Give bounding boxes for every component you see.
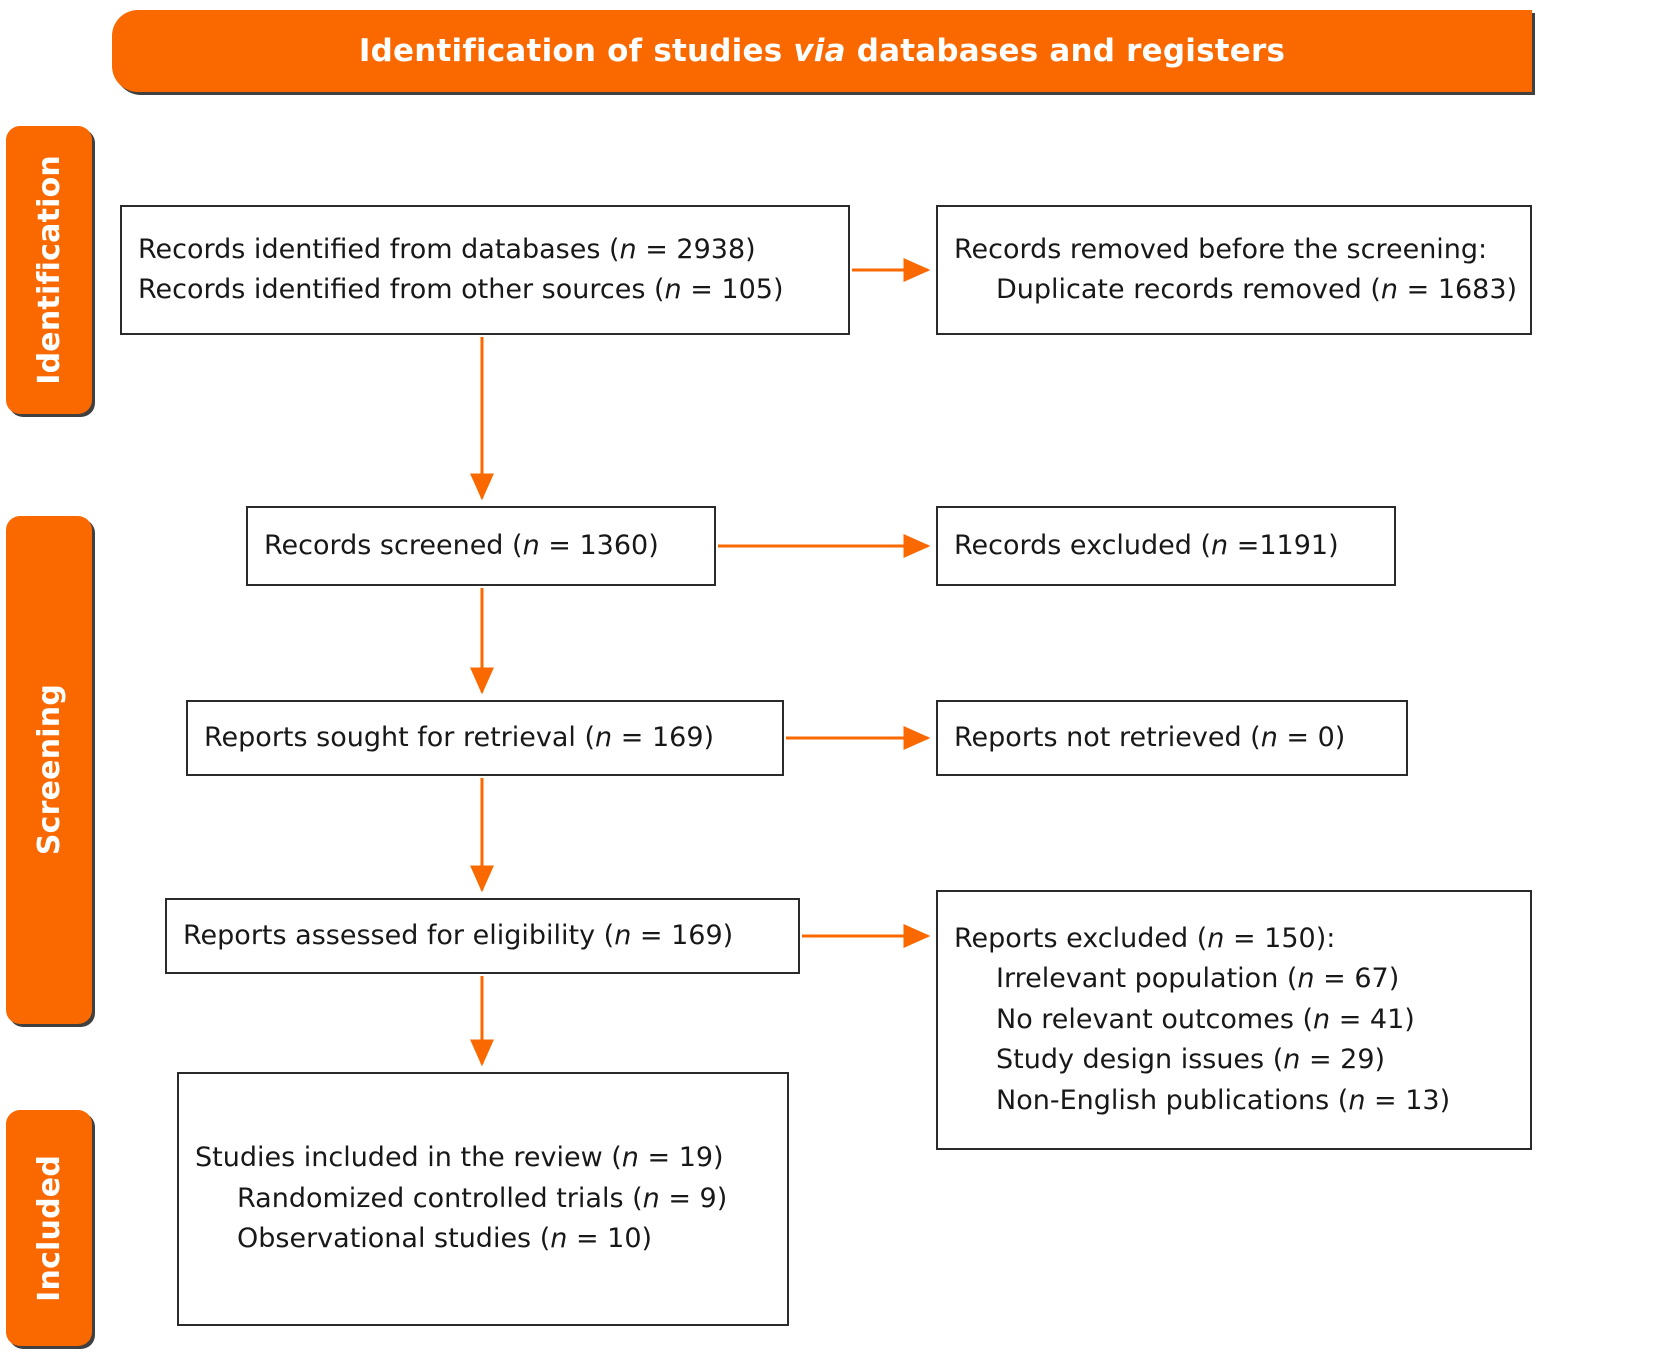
diagram-title-part-1: Identification of studies	[358, 33, 794, 69]
box-text-line: Non-English publications (n = 13)	[996, 1084, 1451, 1116]
box-reports-sought-for-retrieval: Reports sought for retrieval (n = 169)	[186, 700, 784, 776]
n-symbol: n	[550, 1223, 568, 1255]
diagram-title: Identification of studies via databases …	[359, 33, 1285, 69]
box-text-line: Duplicate records removed (n = 1683)	[996, 274, 1518, 305]
n-symbol: n	[1207, 922, 1225, 954]
box-text-line: No relevant outcomes (n = 41)	[996, 1003, 1415, 1035]
box-reports-not-retrieved: Reports not retrieved (n = 0)	[936, 700, 1408, 776]
n-symbol: n	[1260, 721, 1278, 753]
box-text-line: Study design issues (n = 29)	[996, 1044, 1386, 1076]
diagram-header-bar: Identification of studies via databases …	[112, 10, 1532, 92]
n-symbol: n	[522, 529, 540, 561]
box-text-line: Observational studies (n = 10)	[237, 1223, 653, 1255]
box-text-line: Reports not retrieved (n = 0)	[954, 721, 1346, 753]
box-reports-assessed-for-eligibility: Reports assessed for eligibility (n = 16…	[165, 898, 800, 974]
box-records-screened: Records screened (n = 1360)	[246, 506, 716, 586]
n-symbol: n	[664, 274, 682, 305]
box-text-line: Reports excluded (n = 150):	[954, 922, 1336, 954]
n-symbol: n	[1380, 274, 1399, 305]
n-symbol: n	[614, 919, 632, 951]
box-text-line: Reports assessed for eligibility (n = 16…	[183, 919, 734, 951]
box-text-line: Records removed before the screening:	[954, 233, 1488, 265]
diagram-title-via: via	[793, 33, 846, 69]
diagram-title-part-2: databases and registers	[845, 33, 1286, 69]
n-symbol: n	[595, 721, 613, 753]
n-symbol: n	[619, 233, 637, 265]
n-symbol: n	[1283, 1044, 1301, 1076]
box-studies-included: Studies included in the review (n = 19) R…	[177, 1072, 789, 1326]
box-text-line: Records identified from databases (n = 2…	[138, 233, 756, 265]
box-text-line: Records identified from other sources (n…	[138, 274, 784, 305]
stage-rail-identification-label: Identification	[31, 155, 67, 385]
box-text-line: Randomized controlled trials (n = 9)	[237, 1182, 728, 1214]
stage-rail-included-label: Included	[31, 1154, 67, 1302]
box-text-line: Reports sought for retrieval (n = 169)	[204, 721, 715, 753]
stage-rail-screening: Screening	[6, 516, 92, 1024]
n-symbol: n	[1211, 529, 1229, 561]
stage-rail-screening-label: Screening	[31, 684, 67, 856]
n-symbol: n	[1297, 963, 1315, 995]
box-text-line: Records screened (n = 1360)	[264, 529, 659, 561]
stage-rail-included: Included	[6, 1110, 92, 1346]
stage-rail-identification: Identification	[6, 126, 92, 414]
n-symbol: n	[621, 1142, 639, 1174]
box-records-identified: Records identified from databases (n = 2…	[120, 205, 850, 335]
box-reports-excluded: Reports excluded (n = 150): Irrelevant po…	[936, 890, 1532, 1150]
box-text-line: Irrelevant population (n = 67)	[996, 963, 1400, 995]
n-symbol: n	[1313, 1003, 1331, 1035]
box-text-line: Studies included in the review (n = 19)	[195, 1142, 724, 1174]
n-symbol: n	[642, 1182, 660, 1214]
n-symbol: n	[1348, 1084, 1366, 1116]
box-records-excluded: Records excluded (n =1191)	[936, 506, 1396, 586]
box-records-removed: Records removed before the screening: Dup…	[936, 205, 1532, 335]
box-text-line: Records excluded (n =1191)	[954, 529, 1339, 561]
